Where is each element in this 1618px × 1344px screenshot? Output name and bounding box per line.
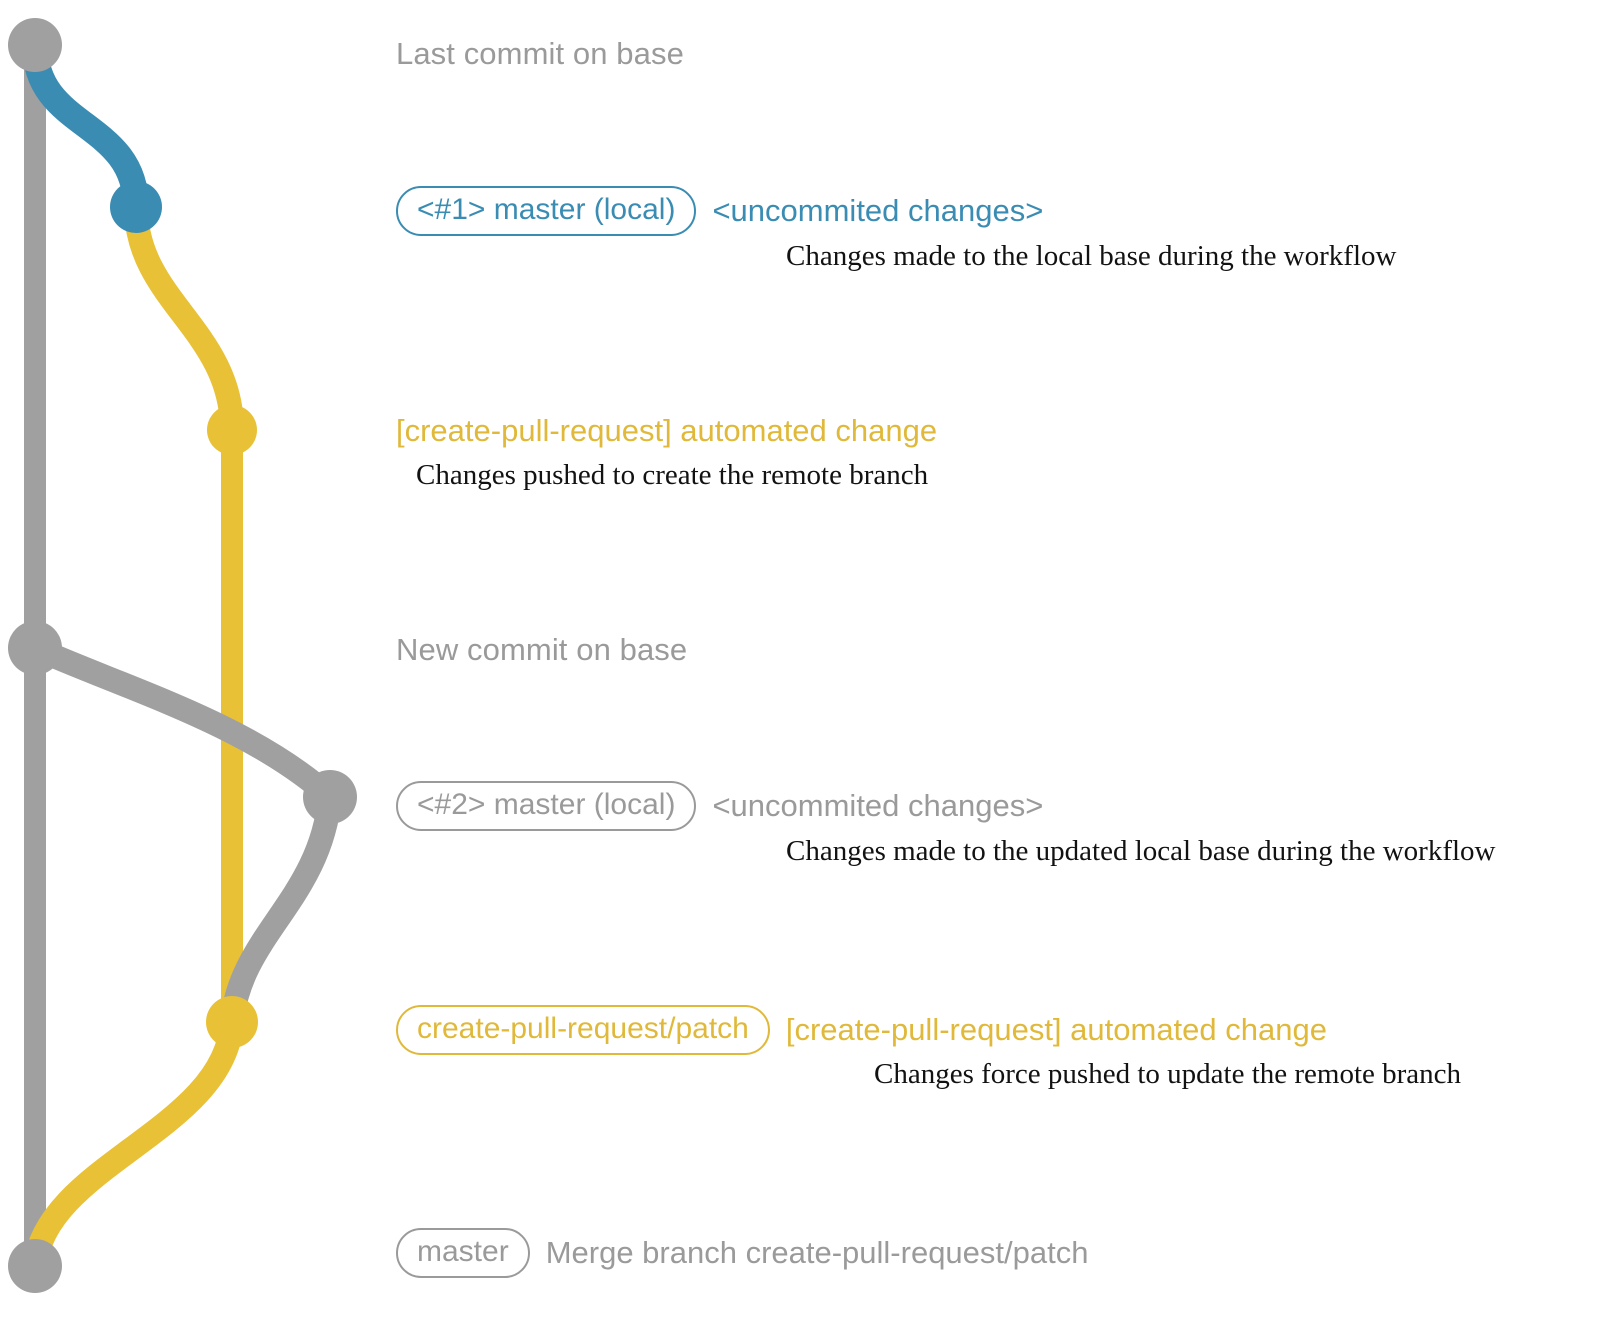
row-local-2: <#2> master (local) <uncommited changes> — [396, 781, 1043, 831]
row-local-1: <#1> master (local) <uncommited changes> — [396, 186, 1043, 236]
row-last-commit-on-base: Last commit on base — [396, 36, 684, 72]
node-patch-2[interactable] — [206, 996, 258, 1048]
note-patch-1: Changes pushed to create the remote bran… — [416, 459, 929, 491]
node-base-head[interactable] — [8, 18, 62, 72]
commit-message-base-new: New commit on base — [396, 632, 688, 667]
node-merge[interactable] — [8, 1239, 62, 1293]
commit-message-base-head: Last commit on base — [396, 36, 684, 71]
edge-base-to-local-1 — [22, 32, 149, 220]
row-new-commit-on-base: New commit on base — [396, 632, 687, 668]
note-local-2: Changes made to the updated local base d… — [786, 835, 1496, 867]
row-merge: master Merge branch create-pull-request/… — [396, 1228, 1088, 1278]
commit-message-patch-1: [create-pull-request] automated change — [396, 413, 938, 448]
node-patch-1[interactable] — [207, 405, 257, 455]
note-patch-2: Changes force pushed to update the remot… — [874, 1058, 1462, 1090]
edge-base-new-to-local-2 — [23, 636, 342, 809]
note-local-1: Changes made to the local base during th… — [786, 240, 1397, 272]
commit-message-merge: Merge branch create-pull-request/patch — [545, 1235, 1089, 1270]
commit-message-local-2: <uncommited changes> — [712, 788, 1044, 823]
node-local-1[interactable] — [110, 181, 162, 233]
badge-master[interactable]: master — [396, 1228, 530, 1278]
edge-local-1-to-patch-1 — [124, 195, 244, 442]
edge-local-2-to-patch-2 — [220, 785, 342, 1034]
row-patch-1: [create-pull-request] automated change — [396, 413, 937, 449]
node-local-2[interactable] — [303, 770, 357, 824]
badge-local-1[interactable]: <#1> master (local) — [396, 186, 697, 236]
commit-message-local-1: <uncommited changes> — [712, 193, 1044, 228]
badge-patch-branch[interactable]: create-pull-request/patch — [396, 1005, 770, 1055]
row-patch-2: create-pull-request/patch [create-pull-r… — [396, 1005, 1327, 1055]
badge-local-2[interactable]: <#2> master (local) — [396, 781, 697, 831]
node-base-new[interactable] — [8, 621, 62, 675]
edge-patch-2-to-merge — [23, 1010, 244, 1278]
commit-message-patch-2: [create-pull-request] automated change — [785, 1012, 1327, 1047]
